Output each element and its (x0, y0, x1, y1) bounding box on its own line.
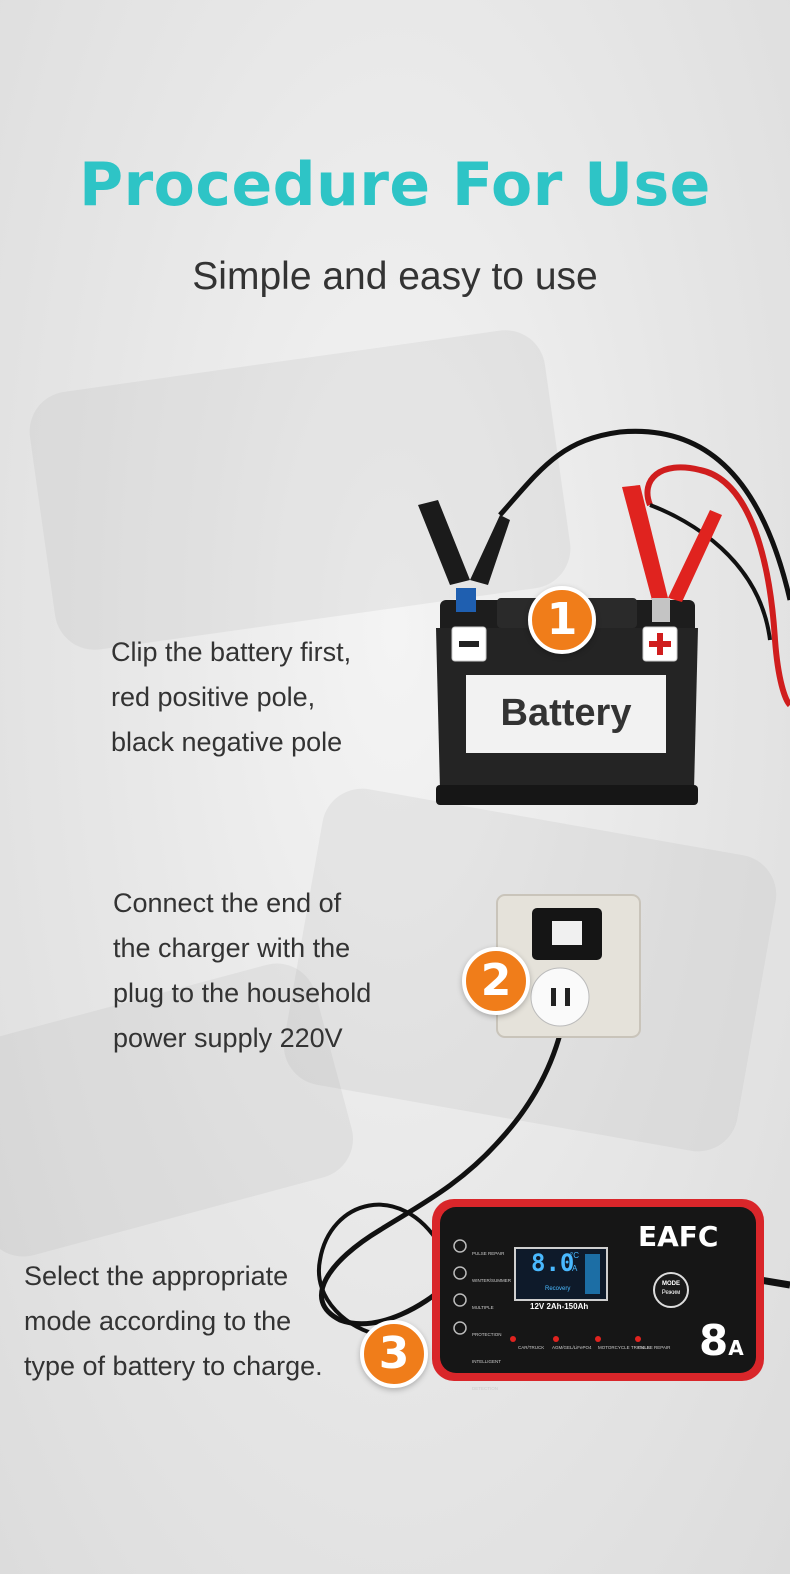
charger-display-unit-top: °C (570, 1251, 579, 1260)
charger-feature: MULTIPLE PROTECTION (472, 1305, 502, 1337)
step-3-badge: 3 (360, 1320, 428, 1388)
page-title: Procedure For Use (79, 150, 711, 220)
step-2-line: plug to the household (113, 978, 372, 1008)
step-1-text: Clip the battery first, red positive pol… (111, 630, 351, 765)
charger-mode: AGM/GEL/LiFePO4 (552, 1345, 592, 1350)
charger-mode: CAR/TRUCK (518, 1345, 545, 1350)
charger-feature: PULSE REPAIR (472, 1251, 505, 1256)
step-2-badge: 2 (462, 947, 530, 1015)
step-2-text: Connect the end of the charger with the … (113, 881, 371, 1061)
step-1-badge: 1 (528, 586, 596, 654)
step-3-line: Select the appropriate (24, 1261, 289, 1291)
charger-feature: WINTER/SUMMER (472, 1278, 511, 1283)
step-2-line: power supply 220V (113, 1023, 343, 1053)
charger-rating-number: 8 (699, 1316, 729, 1365)
charger-display-sub: Recovery (545, 1286, 571, 1292)
page-subtitle: Simple and easy to use (192, 255, 598, 298)
battery-label: Battery (500, 692, 632, 734)
charger-feature: INTELLIGENT DETECTION (472, 1359, 501, 1391)
charger-rating: 8A (699, 1316, 744, 1365)
step-1-line: Clip the battery first, (111, 637, 352, 667)
charger-mode: MOTORCYCLE TRICKLE (598, 1345, 650, 1350)
charger-display-digits: 8.0 (531, 1249, 575, 1277)
charger-mode-list: CAR/TRUCK AGM/GEL/LiFePO4 MOTORCYCLE TRICK… (518, 1345, 672, 1350)
step-1-line: red positive pole, (111, 682, 316, 712)
step-2-line: the charger with the (113, 933, 351, 963)
step-2-line: Connect the end of (113, 888, 342, 918)
charger-range: 12V 2Ah-150Ah (530, 1302, 589, 1311)
charger-display-unit-bottom: A (572, 1264, 578, 1273)
step-3-line: mode according to the (24, 1306, 292, 1336)
step-1-line: black negative pole (111, 727, 343, 757)
charger-mode-sub: Режим (661, 1290, 681, 1296)
charger-feature-list: PULSE REPAIR WINTER/SUMMER MULTIPLE PROT… (472, 1240, 512, 1402)
step-3-text: Select the appropriate mode according to… (24, 1254, 323, 1389)
charger-rating-unit: A (728, 1336, 744, 1360)
step-3-line: type of battery to charge. (24, 1351, 323, 1381)
charger-mode-label: MODE (662, 1281, 680, 1287)
charger-brand: EAFC (638, 1220, 719, 1253)
charger-mode: PULSE REPAIR (638, 1345, 671, 1350)
